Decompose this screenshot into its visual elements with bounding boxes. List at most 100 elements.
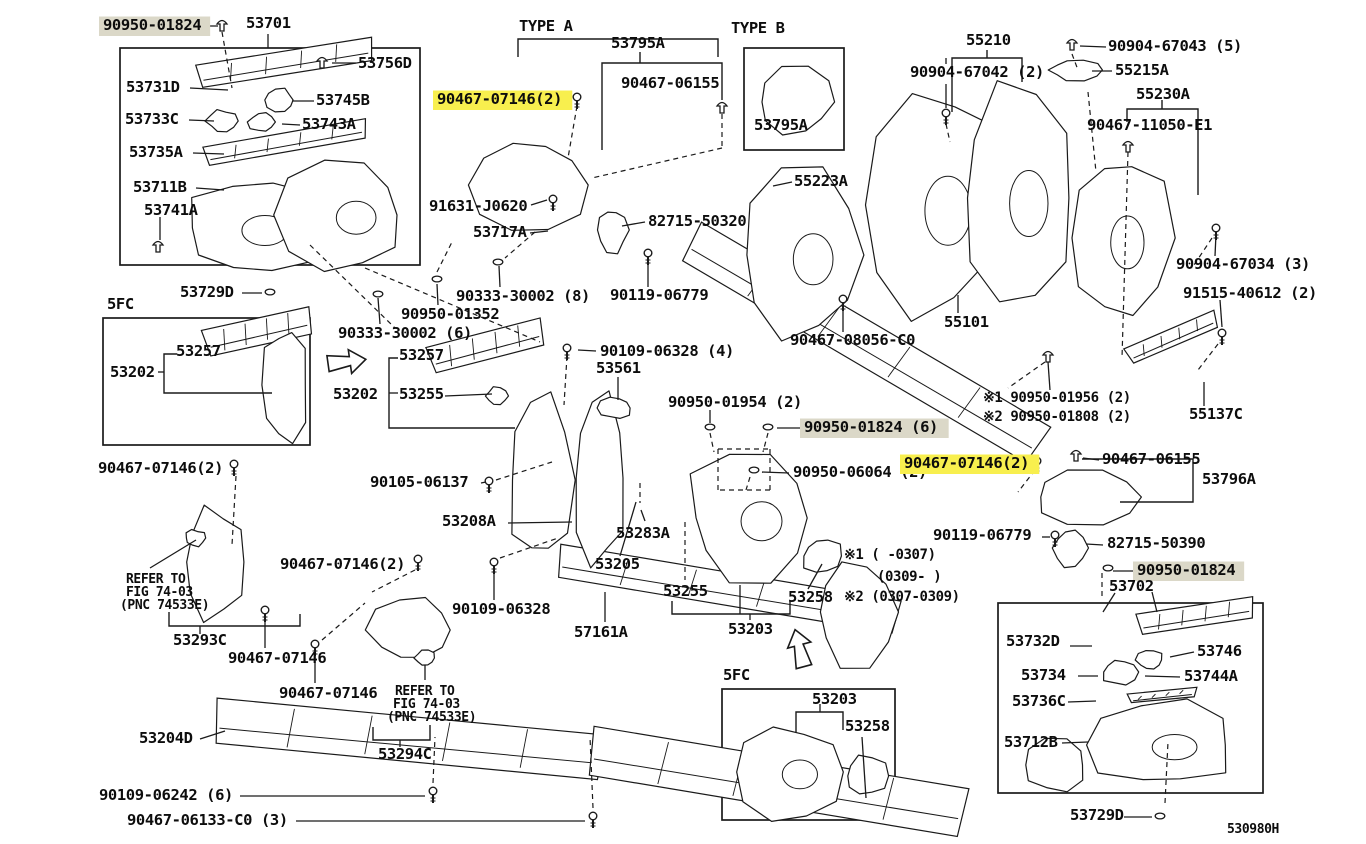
part-outline [264, 87, 294, 113]
part-label: 90467-11050-E1 [1087, 116, 1212, 134]
dashed-line [563, 355, 568, 406]
part-outline [736, 726, 844, 822]
part-label: 53203 [728, 620, 773, 638]
part-label: 90109-06328 (4) [600, 342, 734, 360]
grommet-icon [1102, 564, 1114, 572]
part-outline [484, 386, 510, 406]
leader-line [772, 181, 793, 187]
part-outline [1047, 59, 1103, 82]
label-bracket [168, 612, 301, 627]
leader-line [761, 471, 790, 474]
part-label-highlighted: 90467-07146(2) [904, 454, 1029, 472]
part-label: 55230A [1136, 85, 1191, 103]
leader-line [498, 265, 501, 288]
part-label: 91631-J0620 [429, 197, 527, 215]
part-label: 530980H [1227, 822, 1279, 837]
part-label: 53795A [754, 116, 809, 134]
grommet-icon [492, 258, 504, 266]
part-label: 57161A [574, 623, 629, 641]
leader-line [1079, 45, 1107, 48]
leader-line [1085, 543, 1104, 546]
clip-icon [1121, 140, 1135, 153]
clip-icon [315, 56, 329, 69]
part-outline-hole [1151, 734, 1198, 761]
clip-icon [215, 19, 229, 32]
part-label: 55137C [1189, 405, 1243, 423]
part-label: TYPE B [731, 19, 785, 37]
part-label: TYPE A [519, 17, 574, 35]
label-bracket [372, 725, 431, 741]
part-label: 90467-06133-C0 (3) [127, 811, 288, 829]
dashed-line [1121, 151, 1129, 359]
part-label: 53729D [1070, 806, 1124, 824]
part-label: 53258 [788, 588, 833, 606]
part-outline-rail [194, 36, 373, 89]
leader-line [507, 521, 573, 524]
leader-line [807, 563, 823, 590]
part-outline [273, 159, 398, 273]
part-label: 55101 [944, 313, 989, 331]
leader-line [621, 221, 646, 227]
dashed-line [1197, 343, 1219, 371]
label-highlight-grey [800, 418, 949, 438]
leader-line [1102, 592, 1116, 613]
part-label: REFER TO [395, 684, 455, 699]
dashed-line [504, 231, 536, 259]
bolt-icon [1217, 328, 1227, 338]
part-label: 82715-50390 [1107, 534, 1205, 552]
part-label: 53729D [180, 283, 234, 301]
part-outline-hole [781, 759, 819, 790]
part-outline [1071, 166, 1176, 317]
part-label: 53717A [473, 223, 528, 241]
leader-line [1082, 457, 1100, 461]
part-label: 90119-06779 [610, 286, 708, 304]
part-outline [847, 754, 890, 795]
grommet-icon [1154, 812, 1166, 820]
part-label: 90467-06155 [1102, 450, 1200, 468]
grommet-icon [264, 288, 276, 296]
part-label: 53735A [129, 143, 184, 161]
leader-line [1144, 675, 1181, 678]
part-outline [1040, 469, 1142, 526]
part-label-highlighted: 90950-01824 [1137, 561, 1235, 579]
part-label: 53731D [126, 78, 180, 96]
dashed-line [591, 147, 723, 179]
part-outline-rail [215, 697, 607, 781]
dashed-line [945, 123, 951, 143]
leader-line [530, 199, 548, 206]
part-outline [246, 112, 276, 132]
dashed-line [762, 432, 769, 453]
bolt-icon [489, 557, 499, 567]
leader-line [1047, 361, 1051, 391]
part-outline [413, 649, 435, 666]
part-label-highlighted: 90467-07146(2) [437, 90, 562, 108]
dashed-line [745, 476, 751, 491]
part-label: 5FC [723, 666, 750, 684]
leader-line [195, 187, 225, 191]
leader-line [619, 501, 637, 557]
dashed-line [321, 602, 366, 641]
part-outline [746, 166, 865, 342]
part-label: 55223A [794, 172, 849, 190]
bolt-icon [643, 248, 653, 258]
bolt-icon [428, 786, 438, 796]
part-label: 53732D [1006, 632, 1060, 650]
part-label: (PNC 74533E) [120, 598, 209, 613]
bolt-icon [548, 194, 558, 204]
part-label: FIG 74-03 [126, 585, 193, 600]
dashed-line [231, 475, 237, 546]
dashed-line [221, 31, 233, 89]
dashed-line [1071, 53, 1079, 71]
part-outline-rail [202, 117, 367, 166]
part-label: 90467-07146(2) [280, 555, 405, 573]
part-label: 90467-08056-C0 [790, 331, 915, 349]
part-label: 53736C [1012, 692, 1066, 710]
part-label: 55210 [966, 31, 1011, 49]
part-outline [511, 391, 576, 549]
part-label: 53733C [125, 110, 179, 128]
part-label: 53258 [845, 717, 890, 735]
part-label: 90333-30002 (8) [456, 287, 590, 305]
part-label: 53257 [399, 346, 444, 364]
